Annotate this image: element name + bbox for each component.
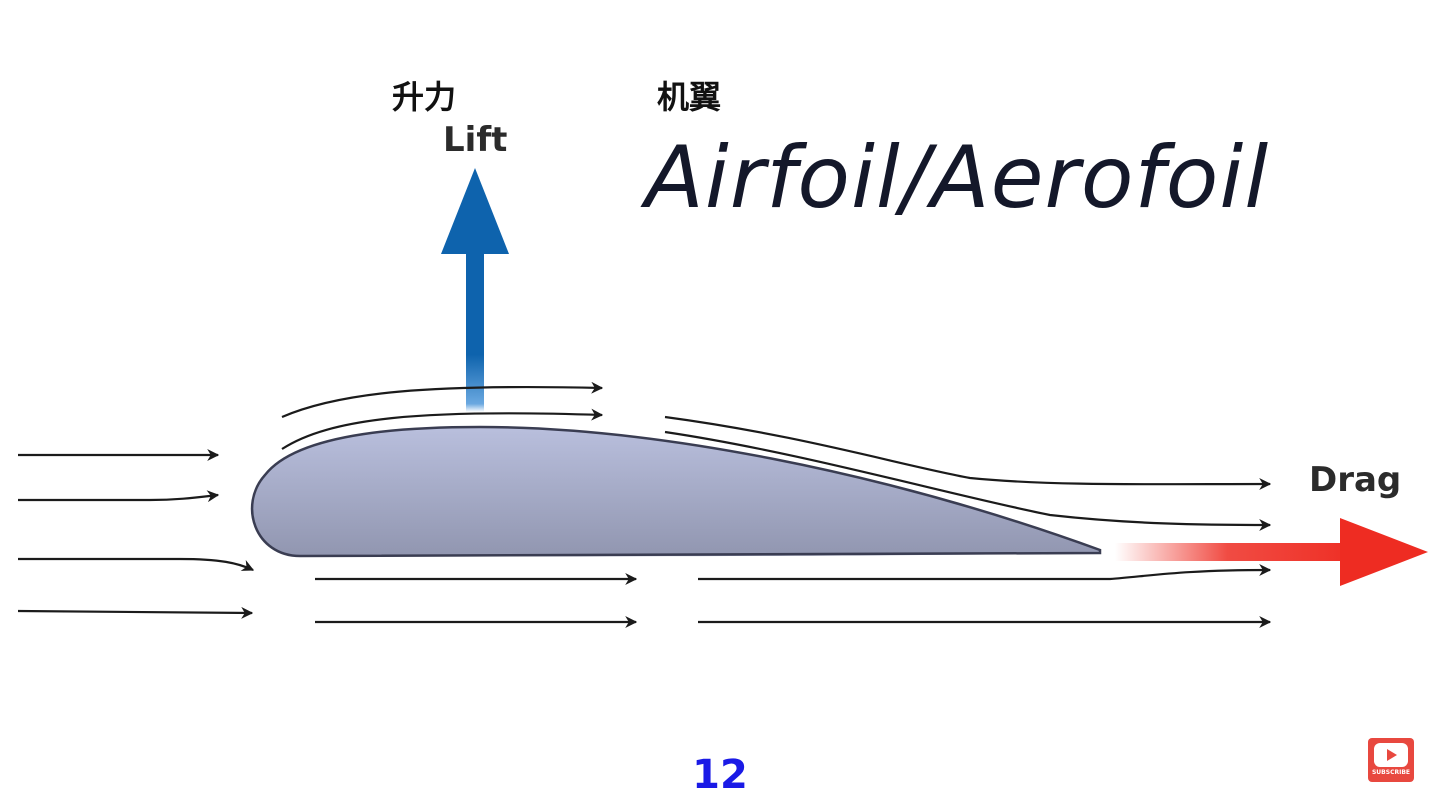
flow-line bbox=[17, 606, 254, 619]
flow-line bbox=[698, 564, 1272, 581]
flow-line bbox=[281, 381, 604, 419]
lift-arrow bbox=[441, 168, 509, 412]
page-number: 12 bbox=[692, 752, 748, 798]
flow-line bbox=[664, 415, 1272, 491]
airfoil-shape bbox=[250, 425, 1102, 558]
subscribe-button[interactable]: SUBSCRIBE bbox=[1368, 738, 1414, 782]
lift-label-chinese: 升力 bbox=[392, 78, 457, 116]
airfoil-label-chinese: 机翼 bbox=[657, 78, 722, 116]
drag-arrow bbox=[1115, 518, 1428, 586]
lift-label: Lift bbox=[443, 120, 508, 160]
flow-line bbox=[281, 408, 604, 450]
flow-line bbox=[18, 490, 220, 503]
drag-label: Drag bbox=[1309, 460, 1402, 500]
flow-line bbox=[664, 430, 1272, 531]
flow-line bbox=[18, 557, 255, 571]
diagram-title: Airfoil/Aerofoil bbox=[645, 128, 1270, 228]
subscribe-label: SUBSCRIBE bbox=[1371, 769, 1410, 776]
flow-lines bbox=[17, 381, 1272, 628]
youtube-play-icon bbox=[1374, 743, 1408, 767]
